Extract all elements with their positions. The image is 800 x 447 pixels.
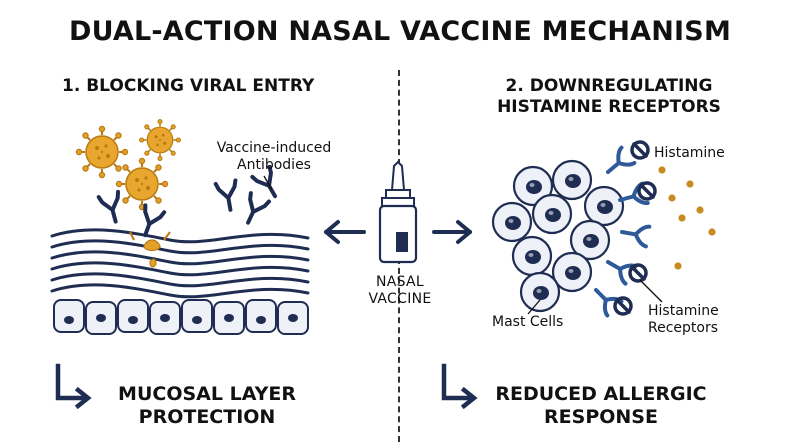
- histamine-receptors-label-line2: Receptors: [648, 320, 719, 336]
- mast-cell-icon: [531, 193, 573, 235]
- mast-cells-label: Mast Cells: [492, 314, 564, 330]
- antibodies-label-line1: Vaccine-induced: [216, 140, 332, 156]
- histamine-receptors-label-line1: Histamine: [648, 303, 719, 319]
- epithelial-nuclei: [64, 314, 298, 324]
- outcome-left-line2: PROTECTION: [138, 406, 276, 428]
- nasal-vaccine-label-line1: NASAL: [375, 274, 425, 290]
- histamine-label: Histamine: [654, 145, 725, 161]
- label-leader-lines: [263, 175, 663, 315]
- outcome-left-line1: MUCOSAL LAYER: [118, 383, 296, 405]
- arrow-left-icon: [324, 220, 366, 244]
- mucosal-layer: [50, 228, 310, 299]
- receptor-icon: [599, 145, 637, 182]
- histamine-receptors-label: Histamine Receptors: [648, 303, 719, 337]
- outcome-left: MUCOSAL LAYER PROTECTION: [92, 383, 322, 429]
- antibody-icon: [213, 178, 243, 214]
- virus-icon: [138, 118, 182, 162]
- blocked-receptor-marker: [613, 140, 657, 316]
- histamine-dot-icon: [658, 166, 716, 270]
- virus-icon: [75, 125, 129, 179]
- mast-cells-cluster: [491, 159, 625, 313]
- nasal-vaccine-label-line2: VACCINE: [368, 291, 432, 307]
- antibodies-label: Vaccine-induced Antibodies: [212, 140, 336, 174]
- section-heading-right-line1: 2. DOWNREGULATING: [505, 76, 713, 96]
- outcome-right-line2: RESPONSE: [544, 406, 658, 428]
- mast-cell-icon: [511, 235, 553, 277]
- antibody-icon: [237, 191, 271, 229]
- mast-cell-icon: [551, 159, 593, 201]
- mast-cell-icon: [491, 201, 533, 243]
- outcome-right: REDUCED ALLERGIC RESPONSE: [486, 383, 716, 429]
- mast-cell-icon: [519, 271, 561, 313]
- nasal-spray-icon: [378, 160, 418, 264]
- outcome-right-line1: REDUCED ALLERGIC: [495, 383, 707, 405]
- virus-icon: [115, 157, 169, 211]
- page-title: DUAL-ACTION NASAL VACCINE MECHANISM: [68, 16, 732, 47]
- antibody-icon: [96, 189, 128, 227]
- elbow-arrow-icon: [441, 363, 478, 410]
- section-heading-right: 2. DOWNREGULATING HISTAMINE RECEPTORS: [474, 76, 744, 118]
- elbow-arrow-icon: [55, 363, 92, 410]
- viral-entry-icon: [129, 231, 171, 268]
- nasal-vaccine-label: NASAL VACCINE: [345, 274, 455, 308]
- mast-cell-icon: [583, 185, 625, 227]
- arrow-right-icon: [432, 220, 472, 244]
- epithelial-cells: [53, 299, 309, 335]
- antibodies-label-line2: Antibodies: [237, 157, 311, 173]
- section-heading-left: 1. BLOCKING VIRAL ENTRY: [62, 76, 315, 96]
- section-heading-right-line2: HISTAMINE RECEPTORS: [497, 97, 721, 117]
- receptor-icon: [618, 220, 652, 249]
